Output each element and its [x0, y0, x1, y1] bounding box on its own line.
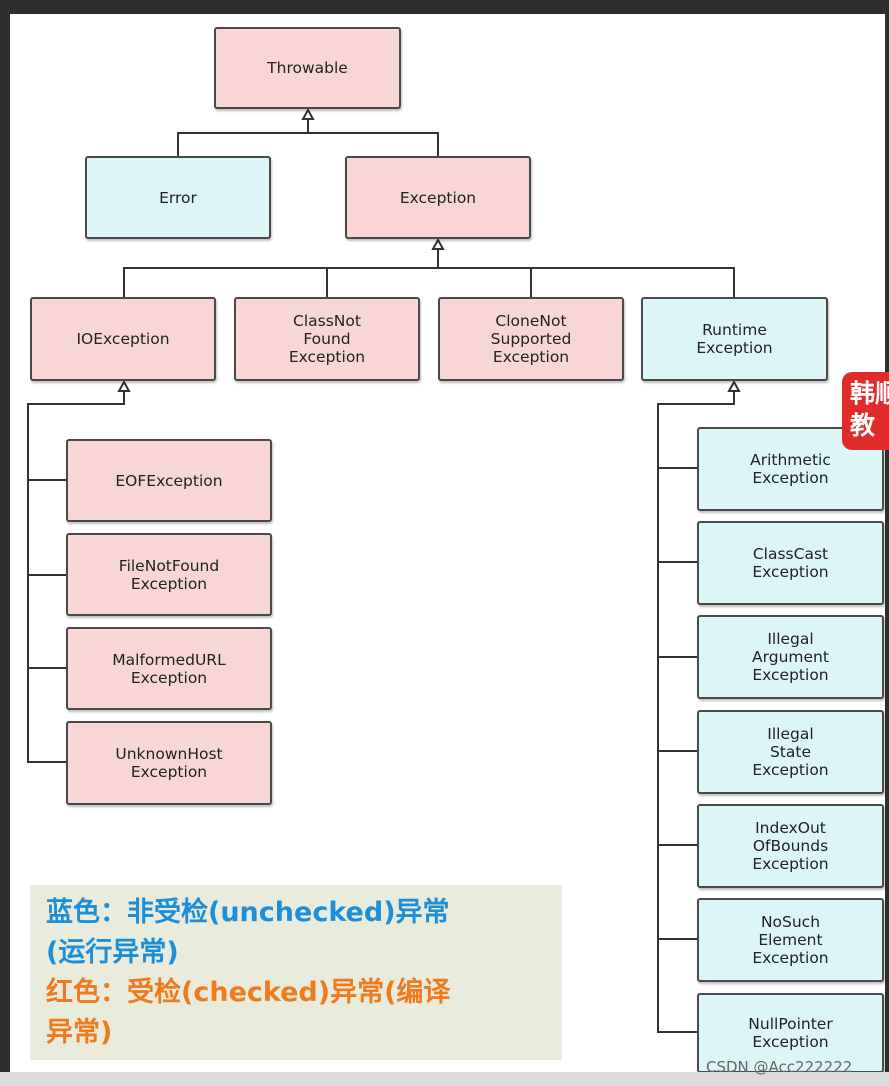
node-label: IndexOut OfBounds Exception — [752, 819, 829, 873]
node-label: NoSuch Element Exception — [752, 913, 829, 967]
arrowhead-throwable — [301, 107, 315, 120]
node-label: CloneNot Supported Exception — [490, 312, 572, 366]
node-malformed-url-exception: MalformedURL Exception — [66, 627, 272, 710]
node-unknown-host-exception: UnknownHost Exception — [66, 721, 272, 805]
legend-unchecked-line-2: (运行异常) — [46, 937, 179, 968]
legend-unchecked-line: 蓝色：非受检(unchecked)异常 — [46, 897, 450, 928]
node-clone-not-supported-exception: CloneNot Supported Exception — [438, 297, 624, 381]
node-label: ClassNot Found Exception — [288, 312, 366, 366]
node-label: EOFException — [115, 471, 223, 490]
connector-ioexception — [27, 390, 125, 763]
arrowhead-exception — [431, 237, 445, 250]
node-label: IOException — [76, 330, 170, 348]
arrowhead-ioexception — [117, 379, 131, 392]
node-illegal-state-exception: Illegal State Exception — [697, 710, 884, 794]
arrowhead-runtime — [727, 379, 741, 392]
node-label: Illegal Argument Exception — [752, 630, 829, 684]
node-label: FileNotFound Exception — [118, 556, 220, 593]
node-label: Throwable — [267, 59, 348, 77]
connector-exception — [123, 249, 735, 298]
node-label: Arithmetic Exception — [750, 451, 831, 487]
node-no-such-element-exception: NoSuch Element Exception — [697, 898, 884, 982]
node-class-not-found-exception: ClassNot Found Exception — [234, 297, 420, 381]
bottom-strip — [0, 1072, 889, 1086]
legend-checked-line-2: 异常) — [46, 1017, 113, 1048]
node-runtime-exception: Runtime Exception — [641, 297, 828, 381]
node-null-pointer-exception: NullPointer Exception — [697, 993, 884, 1073]
node-file-not-found-exception: FileNotFound Exception — [66, 533, 272, 616]
node-error: Error — [85, 156, 271, 239]
connector-runtime — [657, 390, 735, 1033]
node-label: Runtime Exception — [696, 321, 773, 357]
node-index-out-of-bounds-exception: IndexOut OfBounds Exception — [697, 804, 884, 888]
node-illegal-argument-exception: Illegal Argument Exception — [697, 615, 884, 699]
node-label: Illegal State Exception — [752, 725, 829, 779]
node-class-cast-exception: ClassCast Exception — [697, 521, 884, 605]
node-label: UnknownHost Exception — [115, 745, 223, 781]
node-label: MalformedURL Exception — [112, 650, 226, 687]
node-label: NullPointer Exception — [748, 1015, 833, 1051]
node-exception: Exception — [345, 156, 531, 239]
side-badge[interactable]: 韩顺 教 — [842, 372, 889, 450]
node-label: Exception — [399, 188, 477, 207]
node-eof-exception: EOFException — [66, 439, 272, 522]
node-label: Error — [159, 188, 197, 207]
color-legend: 蓝色：非受检(unchecked)异常 (运行异常) 红色：受检(checked… — [30, 885, 562, 1060]
node-throwable: Throwable — [214, 27, 401, 109]
node-ioexception: IOException — [30, 297, 216, 381]
node-label: ClassCast Exception — [752, 545, 829, 581]
watermark: CSDN @Acc222222 — [706, 1058, 853, 1076]
connector-throwable — [177, 117, 439, 157]
legend-checked-line: 红色：受检(checked)异常(编译 — [46, 977, 451, 1008]
